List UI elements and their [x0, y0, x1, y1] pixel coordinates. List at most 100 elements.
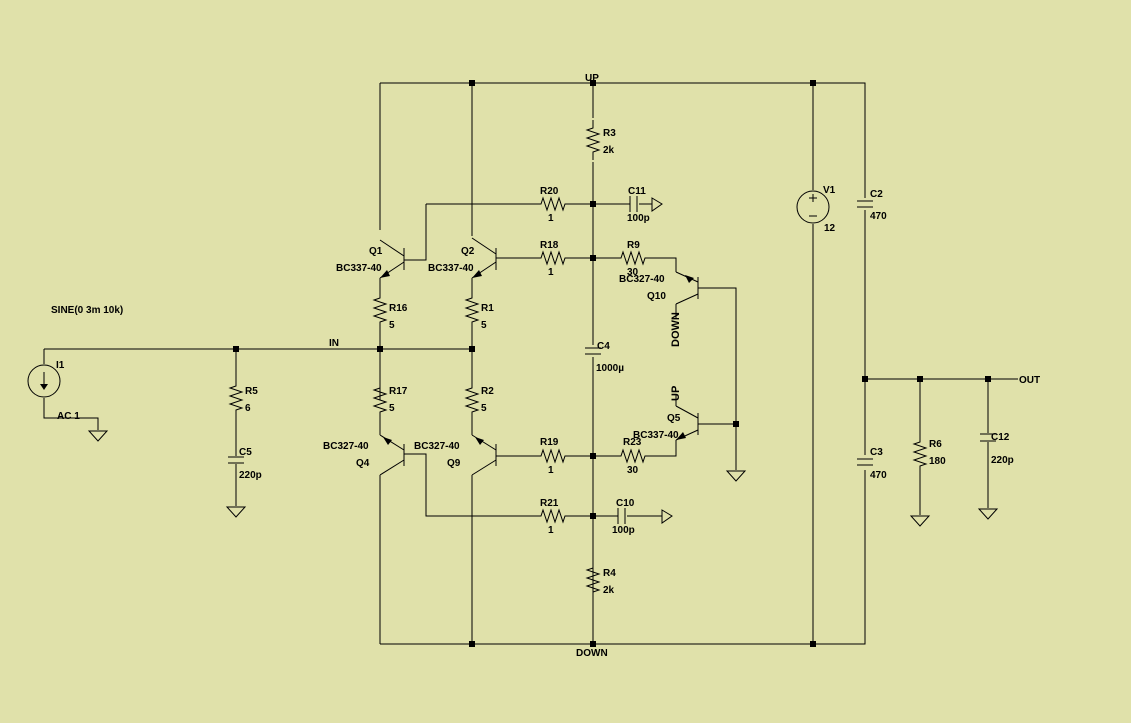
q5-name: Q5	[667, 413, 681, 424]
r6-value: 180	[929, 456, 946, 467]
current-source-i1[interactable]	[27, 364, 61, 398]
r21-value: 1	[548, 525, 554, 536]
junction-dots	[233, 80, 991, 647]
voltage-source-v1[interactable]	[796, 190, 830, 224]
q4-model: BC327-40	[323, 441, 369, 452]
capacitor-c2[interactable]	[856, 198, 874, 210]
capacitor-c10[interactable]	[617, 508, 626, 524]
resistor-r17[interactable]	[373, 379, 387, 421]
capacitor-c5[interactable]	[228, 456, 244, 464]
resistor-r16[interactable]	[373, 289, 387, 331]
ground-r6	[910, 515, 930, 527]
c4-value: 1000µ	[596, 363, 624, 374]
resistor-r20[interactable]	[532, 197, 574, 211]
r19-value: 1	[548, 465, 554, 476]
q10-model: BC327-40	[619, 274, 665, 285]
r16-name: R16	[389, 303, 408, 314]
r1-value: 5	[481, 320, 487, 331]
q5-model: BC337-40	[633, 430, 679, 441]
resistor-r1[interactable]	[465, 289, 479, 331]
q1-model: BC337-40	[336, 263, 382, 274]
resistor-r6[interactable]	[913, 433, 927, 475]
resistor-r5[interactable]	[229, 377, 243, 419]
r18-name: R18	[540, 240, 559, 251]
flag-up-q5: UP	[670, 386, 682, 401]
resistor-r2[interactable]	[465, 379, 479, 421]
r20-value: 1	[548, 213, 554, 224]
i1-ac: AC 1	[57, 411, 80, 422]
q2-name: Q2	[461, 246, 475, 257]
transistor-q4[interactable]	[379, 434, 411, 476]
r3-value: 2k	[603, 145, 615, 156]
q9-name: Q9	[447, 458, 461, 469]
net-in-label: IN	[329, 338, 339, 349]
q9-model: BC327-40	[414, 441, 460, 452]
r17-value: 5	[389, 403, 395, 414]
r9-name: R9	[627, 240, 640, 251]
i1-value: SINE(0 3m 10k)	[51, 305, 123, 316]
r4-value: 2k	[603, 585, 615, 596]
q1-name: Q1	[369, 246, 383, 257]
r4-name: R4	[603, 568, 616, 579]
r3-name: R3	[603, 128, 616, 139]
c10-value: 100p	[612, 525, 635, 536]
q2-model: BC337-40	[428, 263, 474, 274]
c2-value: 470	[870, 211, 887, 222]
resistor-r23[interactable]	[612, 449, 654, 463]
c5-name: C5	[239, 447, 252, 458]
c3-value: 470	[870, 470, 887, 481]
r20-name: R20	[540, 186, 559, 197]
c4-name: C4	[597, 341, 610, 352]
q10-name: Q10	[647, 291, 666, 302]
wires	[43, 82, 1018, 645]
r9-value: 30	[627, 267, 639, 278]
transistor-q9[interactable]	[471, 434, 498, 476]
c11-name: C11	[628, 186, 646, 197]
r6-name: R6	[929, 439, 942, 450]
r23-name: R23	[623, 437, 642, 448]
flag-down-q10: DOWN	[670, 312, 682, 347]
r18-value: 1	[548, 267, 554, 278]
r5-name: R5	[245, 386, 258, 397]
transistor-q10[interactable]	[675, 271, 699, 318]
i1-name: I1	[56, 360, 65, 371]
flag-c11	[651, 197, 663, 212]
flag-c10	[661, 509, 673, 524]
capacitor-c3[interactable]	[856, 457, 874, 467]
ground-i1	[88, 430, 108, 442]
v1-name: V1	[823, 185, 836, 196]
resistor-r19[interactable]	[532, 449, 574, 463]
labels: UP DOWN IN OUT DOWN UP SINE(0 3m 10k) I1…	[51, 73, 1040, 659]
v1-value: 12	[824, 223, 836, 234]
transistor-q2[interactable]	[471, 237, 498, 279]
c12-value: 220p	[991, 455, 1014, 466]
c2-name: C2	[870, 189, 883, 200]
r5-value: 6	[245, 403, 251, 414]
capacitor-c4[interactable]	[584, 345, 602, 357]
ground-q5	[726, 470, 746, 482]
r19-name: R19	[540, 437, 559, 448]
resistor-r21[interactable]	[532, 509, 574, 523]
c3-name: C3	[870, 447, 883, 458]
net-out-label: OUT	[1019, 375, 1040, 386]
resistor-r18[interactable]	[532, 251, 574, 265]
resistor-r9[interactable]	[612, 251, 654, 265]
q4-name: Q4	[356, 458, 370, 469]
resistor-r3[interactable]	[586, 119, 600, 161]
net-up-label: UP	[585, 73, 599, 84]
capacitor-c12[interactable]	[980, 433, 996, 442]
transistor-q5[interactable]	[675, 395, 699, 441]
capacitor-c11[interactable]	[629, 196, 638, 212]
resistor-r4[interactable]	[586, 559, 600, 601]
r23-value: 30	[627, 465, 639, 476]
c12-name: C12	[991, 432, 1010, 443]
transistor-q1[interactable]	[379, 239, 411, 279]
net-down-label: DOWN	[576, 648, 608, 659]
ground-c12	[978, 508, 998, 520]
c5-value: 220p	[239, 470, 262, 481]
c10-name: C10	[616, 498, 635, 509]
r2-value: 5	[481, 403, 487, 414]
r21-name: R21	[540, 498, 559, 509]
r17-name: R17	[389, 386, 408, 397]
